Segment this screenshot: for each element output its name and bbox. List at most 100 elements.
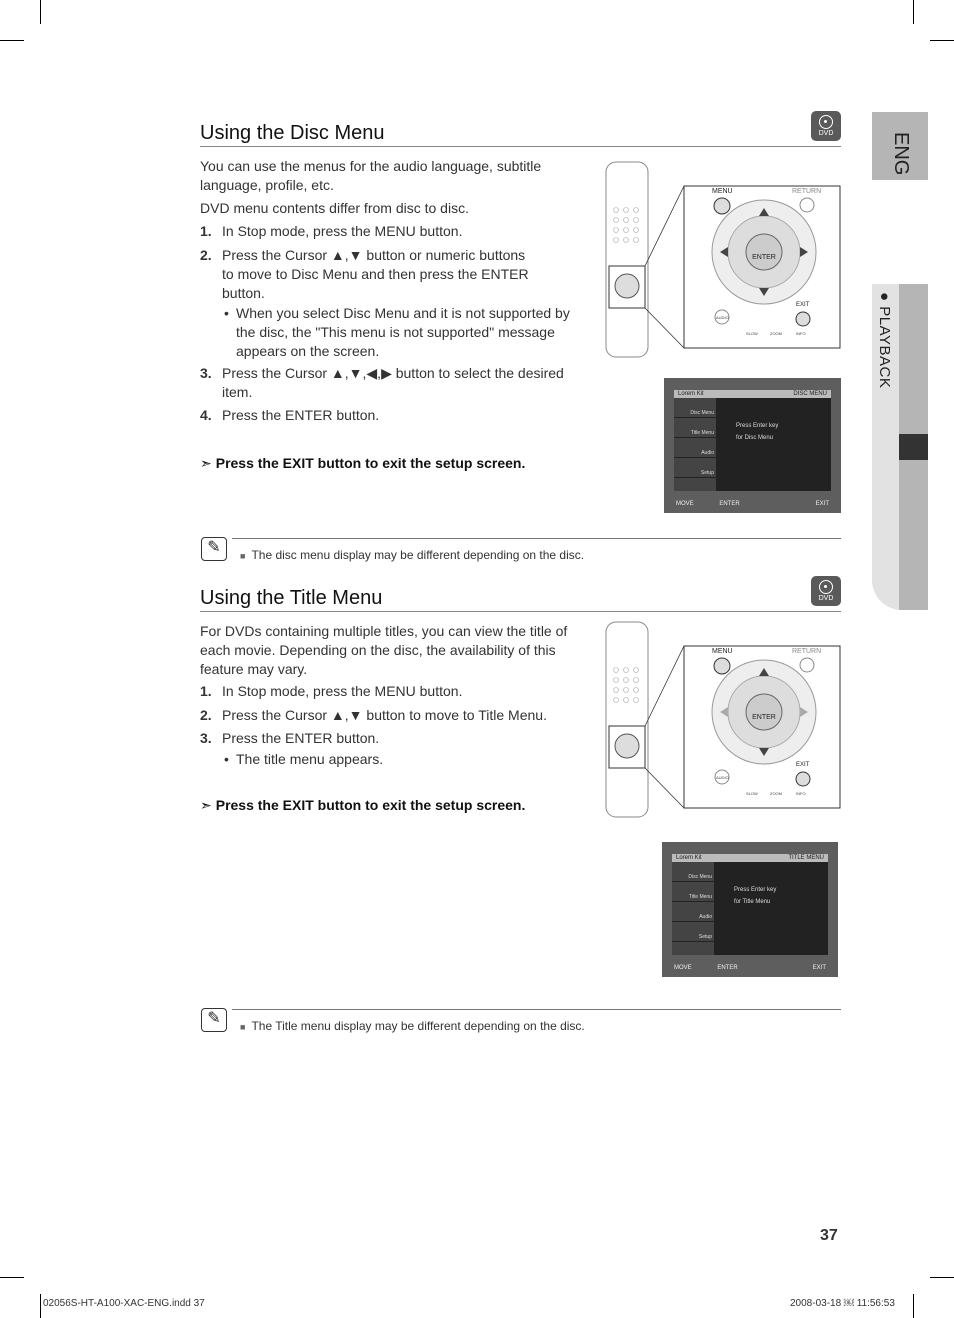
info-key-label: INFO xyxy=(796,331,806,336)
screen-menu-item: Setup xyxy=(672,922,714,942)
screen-enter-label: ENTER xyxy=(717,965,738,971)
zoom-key-label: ZOOM xyxy=(770,791,782,796)
square-bullet-icon: ■ xyxy=(240,551,246,561)
square-bullet-icon: ■ xyxy=(240,1022,246,1032)
screen-footer: MOVE ENTER EXIT xyxy=(676,501,829,507)
enter-key-label: ENTER xyxy=(752,254,776,261)
dvd-badge-icon: DVD xyxy=(811,576,841,606)
note-icon: ✎ xyxy=(201,1008,227,1032)
intro-text: For DVDs containing multiple titles, you… xyxy=(200,623,568,677)
dvd-badge-icon: DVD xyxy=(811,111,841,141)
step-number: 3. xyxy=(200,730,212,746)
screen-menu-item: Disc Menu xyxy=(672,862,714,882)
screen-message-line: for Disc Menu xyxy=(736,435,774,441)
screen-menu-item: Title Menu xyxy=(672,882,714,902)
step-text: Press the Cursor ▲,▼ button or numeric b… xyxy=(222,247,529,301)
screen-message: Press Enter key for Disc Menu xyxy=(736,420,778,444)
heading-rule xyxy=(200,146,841,147)
step-item: 4. Press the ENTER button. xyxy=(200,406,580,425)
step-item: 3. Press the Cursor ▲,▼,◀,▶ button to se… xyxy=(200,364,580,402)
remote-illustration: ENTER MENU RETURN EXIT AUDIO SLOW ZOOM I… xyxy=(605,161,841,358)
screen-header-right: DISC MENU xyxy=(793,391,827,397)
crop-mark xyxy=(913,1294,914,1318)
disc-menu-heading: Using the Disc Menu xyxy=(200,122,385,144)
disc-icon xyxy=(819,580,833,594)
crop-mark xyxy=(40,0,41,24)
bullet-item: • When you select Disc Menu and it is no… xyxy=(224,304,574,361)
footnote: ■ The Title menu display may be different… xyxy=(240,1019,585,1033)
screen-menu-item: Audio xyxy=(674,438,716,458)
step-number: 2. xyxy=(200,247,212,263)
footnote: ■ The disc menu display may be different … xyxy=(240,548,584,562)
slow-key-label: SLOW xyxy=(746,791,758,796)
screen-menu-item: Title Menu xyxy=(674,418,716,438)
print-footer-file: 02056S-HT-A100-XAC-ENG.indd 37 xyxy=(43,1298,205,1309)
step-number: 4. xyxy=(200,407,212,423)
section-tab-marker xyxy=(899,434,928,460)
exit-note: ➣Press the EXIT button to exit the setup… xyxy=(200,455,525,472)
bullet-text: When you select Disc Menu and it is not … xyxy=(236,305,570,359)
screen-menu-item: Setup xyxy=(674,458,716,478)
page-number: 37 xyxy=(820,1227,838,1244)
arrow-icon: ➣ xyxy=(200,455,212,471)
step-number: 2. xyxy=(200,707,212,723)
screen-exit-label: EXIT xyxy=(812,965,826,971)
crop-mark xyxy=(0,1277,24,1278)
step-item: 1. In Stop mode, press the MENU button. xyxy=(200,682,580,701)
info-key-label: INFO xyxy=(796,791,806,796)
menu-key-label: MENU xyxy=(712,648,733,655)
screen-move-label: MOVE xyxy=(674,965,692,971)
bullet-text: The title menu appears. xyxy=(236,751,384,767)
audio-key-label: AUDIO xyxy=(716,315,729,320)
screen-display: Lorem Kit DISC MENU Disc Menu Title Menu… xyxy=(674,390,831,491)
screen-menu-item: Disc Menu xyxy=(674,398,716,418)
screen-message-line: Press Enter key xyxy=(736,423,779,429)
step-item: 2. Press the Cursor ▲,▼ button or numeri… xyxy=(200,246,530,303)
return-key-label: RETURN xyxy=(792,648,821,655)
bullet-dot: • xyxy=(224,305,229,321)
screen-header-left: Lorem Kit xyxy=(678,391,704,397)
screen-move-label: MOVE xyxy=(676,501,694,507)
step-item: 2. Press the Cursor ▲,▼ button to move t… xyxy=(200,706,580,725)
screen-header: Lorem Kit TITLE MENU xyxy=(672,854,828,862)
print-footer-date: 2008-03-18 ￼ 11:56:53 xyxy=(790,1298,895,1309)
footnote-text: The disc menu display may be different d… xyxy=(251,548,585,562)
enter-key-label: ENTER xyxy=(752,714,776,721)
bullet-dot: • xyxy=(224,751,229,767)
exit-note-text: Press the EXIT button to exit the setup … xyxy=(215,455,526,471)
exit-key-label: EXIT xyxy=(796,762,810,768)
tv-screen-disc-menu: Lorem Kit DISC MENU Disc Menu Title Menu… xyxy=(664,378,841,513)
screen-exit-label: EXIT xyxy=(815,501,829,507)
crop-mark xyxy=(930,40,954,41)
step-item: 1. In Stop mode, press the MENU button. xyxy=(200,222,580,241)
section-label: ● PLAYBACK xyxy=(876,292,893,389)
slow-key-label: SLOW xyxy=(746,331,758,336)
step-item: 3. Press the ENTER button. xyxy=(200,729,580,748)
screen-menu-list: Disc Menu Title Menu Audio Setup xyxy=(672,862,714,955)
exit-key-label: EXIT xyxy=(796,302,810,308)
screen-menu-list: Disc Menu Title Menu Audio Setup xyxy=(674,398,716,491)
screen-message-line: for Title Menu xyxy=(734,899,771,905)
step-text: Press the ENTER button. xyxy=(222,730,380,746)
screen-footer: MOVE ENTER EXIT xyxy=(674,965,826,971)
remote-illustration: ENTER MENU RETURN EXIT AUDIO SLOW ZOOM I… xyxy=(605,621,841,818)
zoom-key-label: ZOOM xyxy=(770,331,782,336)
note-icon: ✎ xyxy=(201,537,227,561)
screen-enter-label: ENTER xyxy=(719,501,740,507)
crop-mark xyxy=(913,0,914,24)
screen-header-right: TITLE MENU xyxy=(788,855,824,861)
step-text: Press the Cursor ▲,▼,◀,▶ button to selec… xyxy=(222,365,564,400)
screen-menu-item: Audio xyxy=(672,902,714,922)
menu-key-label: MENU xyxy=(712,188,733,195)
title-menu-heading: Using the Title Menu xyxy=(200,587,383,609)
language-tab: ENG xyxy=(872,112,928,180)
crop-mark xyxy=(40,1294,41,1318)
crop-mark xyxy=(0,40,24,41)
footnote-text: The Title menu display may be different … xyxy=(251,1019,585,1033)
screen-message: Press Enter key for Title Menu xyxy=(734,884,776,908)
audio-key-label: AUDIO xyxy=(716,775,729,780)
exit-note-text: Press the EXIT button to exit the setup … xyxy=(215,797,526,813)
crop-mark xyxy=(930,1277,954,1278)
screen-header: Lorem Kit DISC MENU xyxy=(674,390,831,398)
screen-header-left: Lorem Kit xyxy=(676,855,702,861)
